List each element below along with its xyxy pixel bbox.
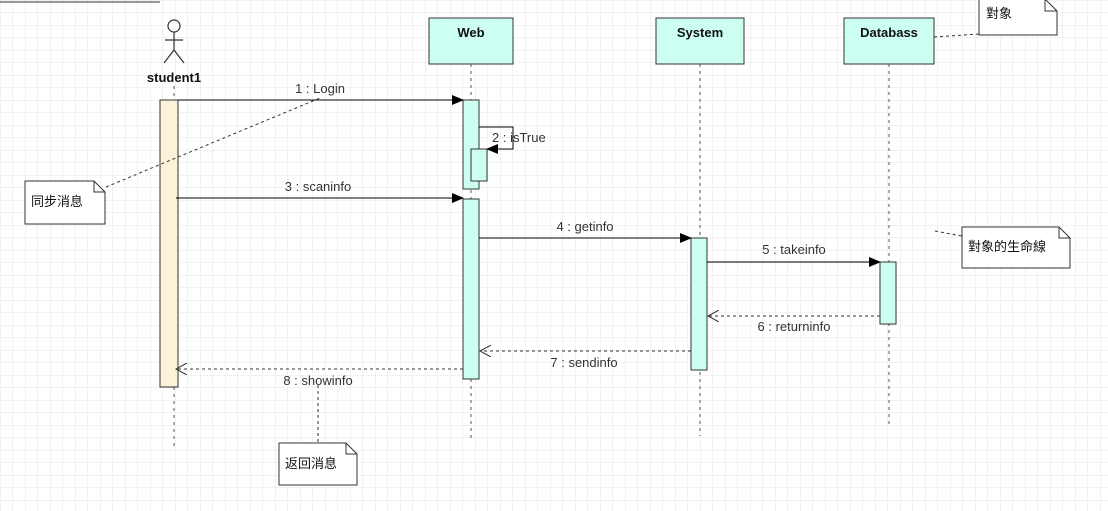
message-getinfo[interactable]: 4 : getinfo xyxy=(479,219,692,243)
note-lifeline-text: 對象的生命線 xyxy=(968,239,1046,255)
note-lifeline-fold xyxy=(1058,227,1070,239)
message-returninfo[interactable]: 6 : returninfo xyxy=(708,316,880,334)
message-scaninfo[interactable]: 3 : scaninfo xyxy=(176,179,464,203)
note-sync-text: 同步消息 xyxy=(31,194,83,210)
message-scaninfo-label: 3 : scaninfo xyxy=(285,179,352,194)
note-return-box xyxy=(278,442,358,486)
note-sync-message[interactable]: 同步消息 xyxy=(24,180,106,225)
actor-name: student1 xyxy=(147,70,201,85)
message-takeinfo-label: 5 : takeinfo xyxy=(762,242,826,257)
note-object-connector xyxy=(933,33,980,38)
note-lifeline-box xyxy=(961,226,1071,269)
message-takeinfo[interactable]: 5 : takeinfo xyxy=(707,242,881,267)
note-sync-box xyxy=(24,180,106,225)
activation-system[interactable] xyxy=(690,237,708,371)
actor-right-leg xyxy=(173,49,185,64)
message-sendinfo[interactable]: 7 : sendinfo xyxy=(480,351,691,370)
lifeline-databass[interactable]: Databass xyxy=(843,17,935,65)
note-object-fold xyxy=(1044,0,1057,12)
activation-databass[interactable] xyxy=(879,261,897,325)
note-lifeline-connector xyxy=(934,230,963,237)
object-box-web xyxy=(428,17,514,65)
message-login[interactable]: 1 : Login xyxy=(178,81,464,105)
actor-left-leg xyxy=(163,49,175,64)
message-getinfo-label: 4 : getinfo xyxy=(556,219,613,234)
lifeline-web[interactable]: Web xyxy=(428,17,514,65)
note-lifeline[interactable]: 對象的生命線 xyxy=(961,226,1071,269)
note-return-message[interactable]: 返回消息 xyxy=(278,442,358,486)
object-name-web: Web xyxy=(457,25,484,40)
message-istrue[interactable]: 2 : isTrue xyxy=(479,126,546,154)
note-return-text: 返回消息 xyxy=(285,456,337,472)
actor-student1[interactable]: student1 xyxy=(147,19,201,85)
object-name-system: System xyxy=(677,25,723,40)
object-name-databass: Databass xyxy=(860,25,918,40)
message-istrue-arrow xyxy=(479,126,514,154)
message-showinfo[interactable]: 8 : showinfo xyxy=(176,369,463,388)
activation-student1[interactable] xyxy=(159,99,179,388)
activation-web-2[interactable] xyxy=(462,198,480,380)
note-return-fold xyxy=(345,443,357,455)
actor-head-icon xyxy=(167,19,181,33)
note-object[interactable]: 對象 xyxy=(978,0,1058,36)
message-returninfo-label: 6 : returninfo xyxy=(758,319,831,334)
note-object-text: 對象 xyxy=(986,7,1012,22)
object-box-databass xyxy=(843,17,935,65)
message-istrue-label: 2 : isTrue xyxy=(492,130,546,145)
message-showinfo-label: 8 : showinfo xyxy=(283,373,352,388)
note-object-box xyxy=(978,0,1058,36)
activation-web-self[interactable] xyxy=(470,148,488,182)
object-box-system xyxy=(655,17,745,65)
message-sendinfo-label: 7 : sendinfo xyxy=(550,355,617,370)
note-sync-connector xyxy=(105,97,321,188)
message-login-label: 1 : Login xyxy=(295,81,345,96)
note-sync-fold xyxy=(93,181,105,193)
lifeline-system[interactable]: System xyxy=(655,17,745,65)
